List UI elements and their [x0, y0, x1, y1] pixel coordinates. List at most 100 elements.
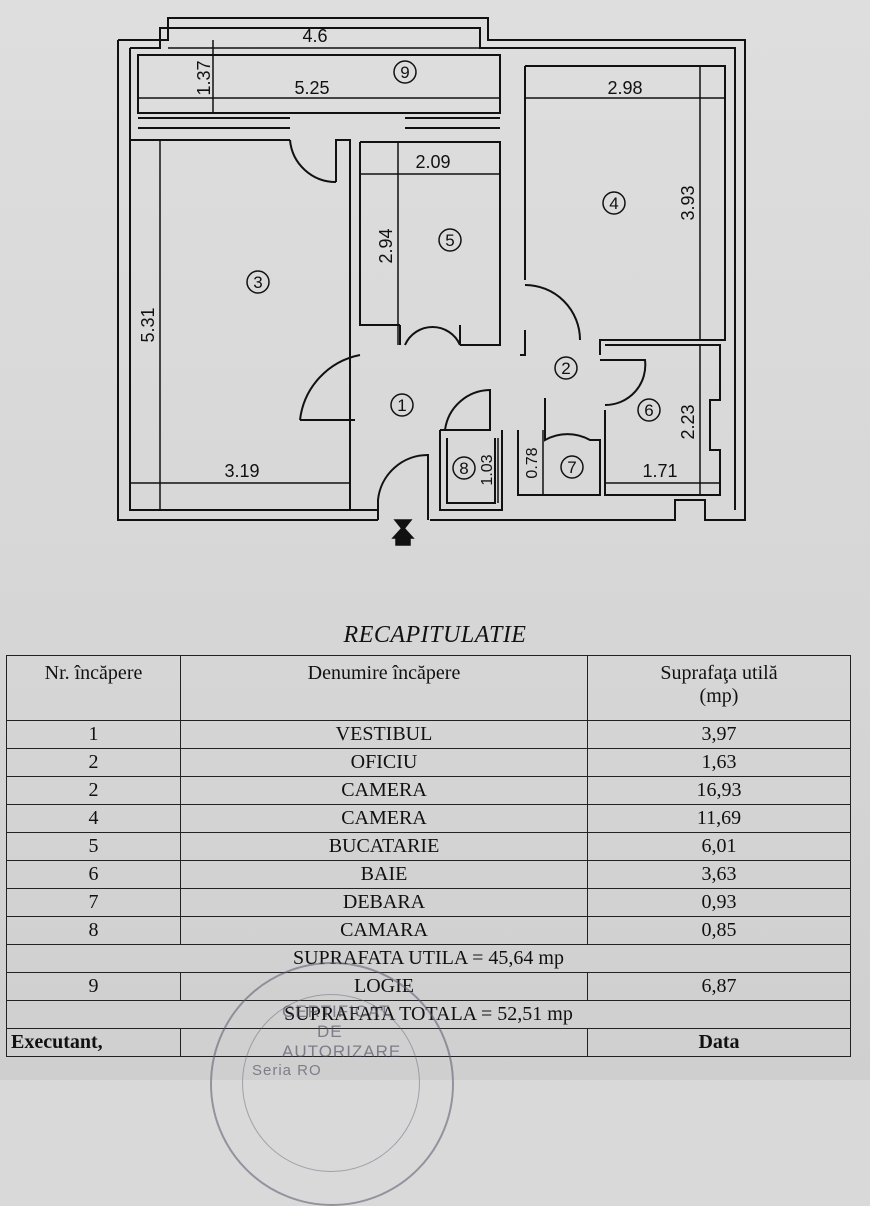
- dim-4-6: 4.6: [302, 26, 327, 46]
- room-label-4: 4: [602, 191, 626, 215]
- header-room-name: Denumire încăpere: [180, 655, 588, 721]
- room-number: 1: [6, 720, 181, 749]
- room-area: 3,97: [587, 720, 851, 749]
- room-5-walls: [360, 141, 501, 346]
- dim-2-98: 2.98: [607, 78, 642, 98]
- dim-3-93: 3.93: [678, 185, 698, 220]
- svg-text:1: 1: [397, 396, 406, 415]
- recap-title: RECAPITULATIE: [343, 622, 527, 648]
- room-number: 4: [6, 804, 181, 833]
- room-label-8: 8: [452, 456, 476, 480]
- door-arc-room5: [404, 325, 461, 346]
- room-name: BAIE: [180, 860, 588, 889]
- room-area: 6,01: [587, 832, 851, 861]
- total-area: SUPRAFATA TOTALA = 52,51 mp: [6, 1000, 851, 1029]
- dim-1-71: 1.71: [642, 461, 677, 481]
- header-area-line1: Suprafaţa utilă: [660, 662, 778, 684]
- room-label-9: 9: [393, 60, 417, 84]
- table-header-row: Nr. încăpere Denumire încăpere Suprafaţa…: [6, 655, 851, 721]
- dim-5-25: 5.25: [294, 78, 329, 98]
- entrance-arrow-base: [393, 519, 413, 532]
- executant-label: Executant,: [6, 1028, 181, 1057]
- room-name: CAMERA: [180, 776, 588, 805]
- room-label-7: 7: [560, 455, 584, 479]
- footer-row: Executant, Data: [6, 1028, 851, 1057]
- door-arc-room6: [600, 359, 647, 407]
- subtotal-useful-area: SUPRAFATA UTILA = 45,64 mp: [6, 944, 851, 973]
- room-number: 2: [6, 776, 181, 805]
- dim-2-23: 2.23: [678, 404, 698, 439]
- door-arc-room3-hall: [299, 345, 361, 421]
- room-6-walls: [604, 344, 721, 496]
- door-arc-room8: [440, 388, 491, 431]
- subtotal-row: SUPRAFATA UTILA = 45,64 mp: [6, 944, 851, 973]
- room-label-2: 2: [554, 356, 578, 380]
- room-name: LOGIE: [180, 972, 588, 1001]
- svg-text:7: 7: [567, 458, 576, 477]
- svg-text:3: 3: [253, 273, 262, 292]
- door-arc-room4: [524, 284, 581, 341]
- room-label-5: 5: [438, 228, 462, 252]
- room-name: BUCATARIE: [180, 832, 588, 861]
- room-area: 16,93: [587, 776, 851, 805]
- room-name: DEBARA: [180, 888, 588, 917]
- room-3-walls: [130, 139, 351, 510]
- room-area: 6,87: [587, 972, 851, 1001]
- entrance-door-arc: [377, 453, 429, 520]
- door-arc-room3: [289, 139, 337, 184]
- door-arc-room7: [517, 398, 601, 496]
- room-number: 7: [6, 888, 181, 917]
- dim-1-37: 1.37: [194, 60, 214, 95]
- room-number: 9: [6, 972, 181, 1001]
- room-name: OFICIU: [180, 748, 588, 777]
- svg-text:4: 4: [609, 194, 618, 213]
- room-number: 8: [6, 916, 181, 945]
- header-area: Suprafaţa utilă (mp): [587, 655, 851, 721]
- room-area: 1,63: [587, 748, 851, 777]
- header-area-line2: (mp): [699, 685, 739, 707]
- svg-text:6: 6: [644, 401, 653, 420]
- room-area: 11,69: [587, 804, 851, 833]
- room-area: 0,85: [587, 916, 851, 945]
- svg-text:2: 2: [561, 359, 570, 378]
- dim-0-78: 0.78: [524, 447, 541, 478]
- room-label-1: 1: [390, 393, 414, 417]
- dim-2-94: 2.94: [376, 228, 396, 263]
- dim-2-09: 2.09: [415, 152, 450, 172]
- dim-1-03: 1.03: [479, 454, 496, 485]
- room-9-logia: [137, 54, 501, 114]
- header-room-number: Nr. încăpere: [6, 655, 181, 721]
- footer-empty: [180, 1028, 588, 1057]
- room-number: 2: [6, 748, 181, 777]
- svg-text:5: 5: [445, 231, 454, 250]
- room-label-3: 3: [246, 270, 270, 294]
- room-name: CAMERA: [180, 804, 588, 833]
- outer-wall-top-right: [118, 17, 746, 521]
- room-area: 3,63: [587, 860, 851, 889]
- recap-table: Nr. încăpere Denumire încăpere Suprafaţa…: [6, 655, 851, 1057]
- dim-5-31: 5.31: [138, 307, 158, 342]
- total-row: SUPRAFATA TOTALA = 52,51 mp: [6, 1000, 851, 1029]
- dim-3-19: 3.19: [224, 461, 259, 481]
- outer-wall-left: [117, 40, 378, 521]
- svg-text:8: 8: [459, 459, 468, 478]
- room-4-walls: [525, 65, 726, 355]
- room-area: 0,93: [587, 888, 851, 917]
- room-name: CAMARA: [180, 916, 588, 945]
- room-number: 5: [6, 832, 181, 861]
- room-label-6: 6: [637, 398, 661, 422]
- room-name: VESTIBUL: [180, 720, 588, 749]
- floor-plan: 4.6 5.25 1.37 2.98 3.93 2.09 2.94 5.31 3…: [117, 17, 746, 546]
- room-number: 6: [6, 860, 181, 889]
- svg-text:9: 9: [400, 63, 409, 82]
